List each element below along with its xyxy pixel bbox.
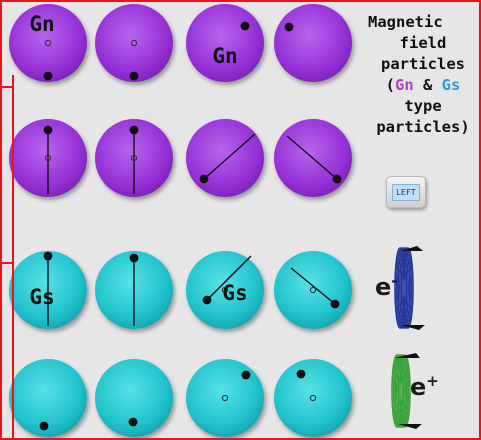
gs-row-1-particle-3: Gs xyxy=(186,251,264,329)
gs-row-2-particle-1 xyxy=(9,359,87,437)
charge-dot xyxy=(130,72,139,81)
charge-dot xyxy=(297,370,306,379)
caption-line-5: type xyxy=(366,96,480,117)
gn-label: Gn xyxy=(212,44,237,68)
gs-label: Gs xyxy=(29,285,54,309)
gs-row-2-particle-2 xyxy=(95,359,173,437)
legend-caption: Magnetic field particles (Gn & Gs type p… xyxy=(366,12,480,138)
frame-segment-caption xyxy=(356,0,481,2)
charge-dot xyxy=(200,175,209,184)
particle-disc xyxy=(274,251,352,329)
caption-ampersand: & xyxy=(414,76,442,94)
charge-dot xyxy=(130,254,139,263)
gs-row-1-particle-2 xyxy=(95,251,173,329)
electron-coil xyxy=(395,246,425,330)
charge-dot xyxy=(241,22,250,31)
electron-label: e- xyxy=(375,272,398,301)
caption-line-4: (Gn & Gs xyxy=(366,75,480,96)
frame-segment-top-left xyxy=(0,86,12,88)
charge-dot xyxy=(333,175,342,184)
frame-left-border xyxy=(0,0,2,440)
charge-dot xyxy=(130,126,139,135)
charge-dot xyxy=(44,72,53,81)
caption-line-1: Magnetic xyxy=(366,12,480,33)
frame-top-border xyxy=(0,0,366,2)
particle-disc xyxy=(95,4,173,82)
particle-disc xyxy=(186,359,264,437)
frame-segment-inner xyxy=(12,75,14,438)
particle-disc xyxy=(186,119,264,197)
positron-charge: + xyxy=(426,372,439,390)
gn-row-2-particle-4 xyxy=(274,119,352,197)
electron-symbol: e xyxy=(375,273,391,301)
gn-row-1-particle-2 xyxy=(95,4,173,82)
gn-row-1-particle-4 xyxy=(274,4,352,82)
gs-row-1-particle-4 xyxy=(274,251,352,329)
charge-dot xyxy=(40,422,49,431)
gn-row-2-particle-3 xyxy=(186,119,264,197)
gn-row-1-particle-3: Gn xyxy=(186,4,264,82)
gs-row-2-particle-3 xyxy=(186,359,264,437)
gn-row-1-particle-1: Gn xyxy=(9,4,87,82)
gs-label: Gs xyxy=(222,281,247,305)
caption-paren-open: ( xyxy=(386,76,395,94)
charge-dot xyxy=(242,371,251,380)
gs-row-2-particle-4 xyxy=(274,359,352,437)
positron-symbol: e xyxy=(410,373,426,401)
charge-dot xyxy=(285,23,294,32)
caption-line-6: particles) xyxy=(366,117,480,138)
left-button[interactable]: LEFT xyxy=(386,176,426,208)
caption-gs-term: Gs xyxy=(442,76,461,94)
particle-disc xyxy=(274,4,352,82)
caption-gn-term: Gn xyxy=(395,76,414,94)
gs-row-1-particle-1: Gs xyxy=(9,251,87,329)
particle-disc xyxy=(274,359,352,437)
charge-dot xyxy=(203,296,212,305)
caption-line-3: particles xyxy=(366,54,480,75)
electron-charge: - xyxy=(391,272,397,290)
caption-line-2: field xyxy=(366,33,480,54)
gn-row-2-particle-2 xyxy=(95,119,173,197)
charge-dot xyxy=(331,300,340,309)
left-button-label: LEFT xyxy=(392,184,420,201)
charge-dot xyxy=(44,126,53,135)
charge-dot xyxy=(129,418,138,427)
gn-label: Gn xyxy=(29,12,54,36)
particle-disc xyxy=(186,4,264,82)
gn-row-2-particle-1 xyxy=(9,119,87,197)
positron-label: e+ xyxy=(410,372,439,401)
charge-dot xyxy=(44,252,53,261)
frame-segment-mid-left xyxy=(0,262,12,264)
